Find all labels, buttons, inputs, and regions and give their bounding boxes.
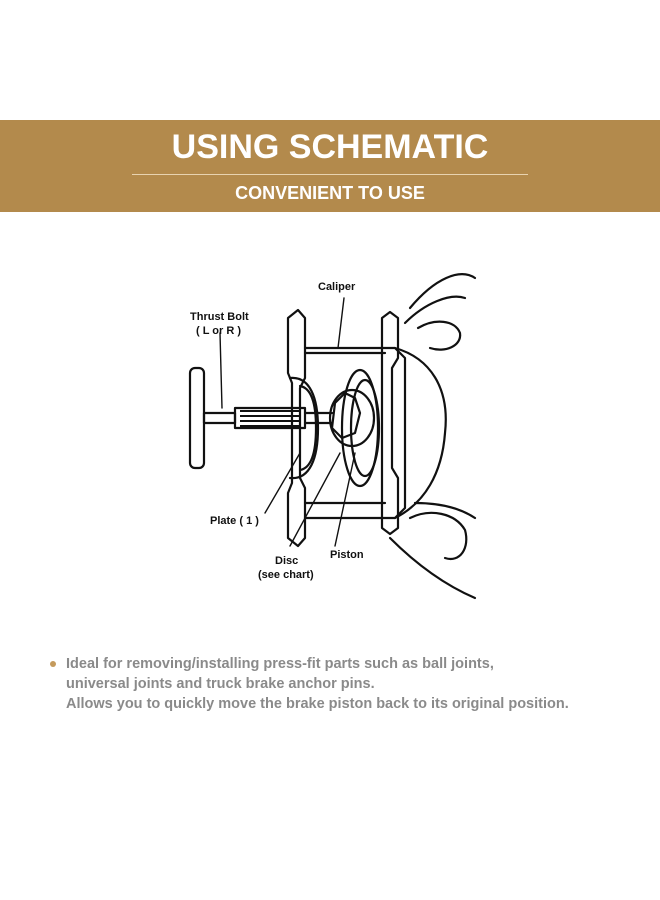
bracket-outline (408, 273, 477, 310)
label-thrust-bolt: Thrust Bolt (190, 311, 249, 323)
description-line-1: Ideal for removing/installing press-fit … (66, 656, 494, 672)
label-disc-note: (see chart) (258, 569, 314, 581)
piston (328, 388, 376, 448)
label-piston: Piston (330, 549, 364, 561)
banner-title: USING SCHEMATIC (171, 128, 489, 166)
label-plate: Plate ( 1 ) (210, 515, 259, 527)
label-caliper: Caliper (318, 281, 356, 293)
banner-subtitle: CONVENIENT TO USE (235, 183, 425, 203)
description-text: Ideal for removing/installing press-fit … (50, 654, 630, 714)
plate (288, 376, 320, 480)
caliper-housing (303, 346, 407, 520)
banner-divider (132, 174, 528, 175)
bullet-dot (50, 661, 56, 667)
t-handle (188, 366, 206, 470)
brake-tool-schematic: Caliper Thrust Bolt ( L or R ) Plate ( 1… (188, 273, 477, 600)
schematic-diagram: Caliper Thrust Bolt ( L or R ) Plate ( 1… (160, 268, 490, 608)
description-line-2: universal joints and truck brake anchor … (66, 676, 375, 692)
label-thrust-bolt-side: ( L or R ) (196, 325, 241, 337)
header-banner (0, 120, 660, 212)
description-line-3: Allows you to quickly move the brake pis… (66, 696, 569, 712)
label-disc: Disc (275, 555, 298, 567)
